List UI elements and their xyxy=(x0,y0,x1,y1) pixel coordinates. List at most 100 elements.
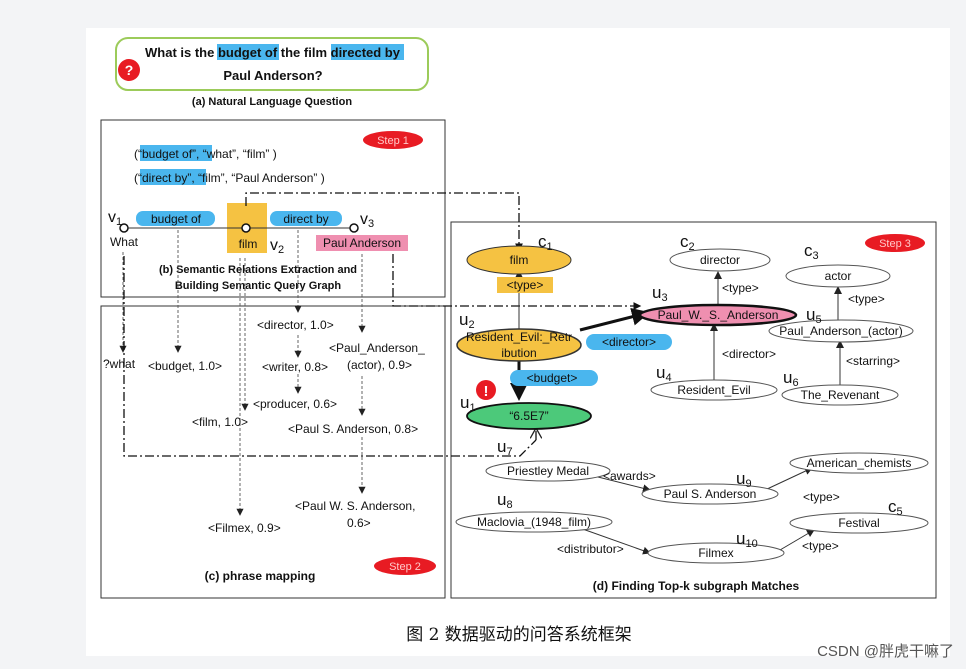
director-edge-text: <director> xyxy=(602,335,656,349)
question-line-2: Paul Anderson? xyxy=(223,68,322,83)
type-director-text: <type> xyxy=(722,281,759,295)
question-mark-glyph: ? xyxy=(125,62,134,78)
label-c3: c3 xyxy=(804,241,819,262)
node-resident-evil-retribution-text-1: Resident_Evil:_Retr xyxy=(466,330,572,344)
director-edge-2-text: <director> xyxy=(722,347,776,361)
mapping-arrows xyxy=(119,230,366,516)
caption-a: (a) Natural Language Question xyxy=(192,96,352,108)
node-resident-evil-text: Resident_Evil xyxy=(677,383,750,397)
node-paul-anderson-text: Paul Anderson xyxy=(323,236,401,250)
mapping-filmex: <Filmex, 0.9> xyxy=(208,521,281,535)
node-resident-evil-retribution-text-2: ibution xyxy=(501,346,536,360)
label-c5: c5 xyxy=(888,497,903,518)
caption-c: (c) phrase mapping xyxy=(205,569,316,583)
panel-d-frame xyxy=(450,221,937,599)
alert-glyph: ! xyxy=(484,383,489,400)
v2-node xyxy=(241,223,251,233)
question-line-1: What is the budget of the film directed … xyxy=(145,45,401,60)
edge-budget-of-pill xyxy=(136,211,215,226)
highlight-directed-by xyxy=(331,44,404,60)
v2-label: v2 xyxy=(270,237,284,256)
distributor-edge-text: <distributor> xyxy=(557,542,624,556)
node-director-class xyxy=(669,248,771,272)
label-u2: u2 xyxy=(459,310,475,331)
node-film-text: film xyxy=(239,237,258,251)
node-priestley-medal xyxy=(485,460,611,482)
label-u7: u7 xyxy=(497,437,513,458)
node-paul-s-anderson-text: Paul S. Anderson xyxy=(664,487,757,501)
graph-edges xyxy=(515,270,844,555)
node-director-class-text: director xyxy=(700,253,740,267)
triple-2-highlight xyxy=(140,169,206,185)
node-filmex xyxy=(647,542,785,564)
triple-1-highlight xyxy=(140,145,212,161)
director-edge-pill xyxy=(586,334,672,350)
label-c1: c1 xyxy=(538,232,553,253)
v1-node xyxy=(119,223,129,233)
step-2-badge xyxy=(374,557,436,575)
step-1-label: Step 1 xyxy=(377,135,409,147)
type-chemists-text: <type> xyxy=(803,490,840,504)
step-3-badge xyxy=(865,234,925,252)
node-festival xyxy=(789,512,929,534)
v3-node xyxy=(349,223,359,233)
edge-direct-by-pill xyxy=(270,211,342,226)
budget-edge-text: <budget> xyxy=(527,371,578,385)
mapping-paul-ws-anderson-2: 0.6> xyxy=(347,516,371,530)
edge-budget-of-label: budget of xyxy=(151,212,202,226)
type-film-pill xyxy=(497,277,553,293)
triple-2: (“direct by”, “film”, “Paul Anderson” ) xyxy=(134,171,325,185)
node-american-chemists-text: American_chemists xyxy=(807,456,912,470)
mapping-paul-anderson-actor-2: (actor), 0.9> xyxy=(347,358,412,372)
step-2-label: Step 2 xyxy=(389,561,421,573)
node-paul-anderson-actor xyxy=(768,319,914,343)
node-maclovia xyxy=(455,511,613,533)
triple-1: (“budget of”, “what”, “film” ) xyxy=(134,147,277,161)
label-u10: u10 xyxy=(736,529,758,550)
caption-d: (d) Finding Top-k subgraph Matches xyxy=(593,579,800,593)
node-film-class-text: film xyxy=(510,253,529,267)
figure-caption: 图 2 数据驱动的问答系统框架 xyxy=(406,625,632,645)
caption-b-line-2: Building Semantic Query Graph xyxy=(175,280,342,292)
mapping-budget: <budget, 1.0> xyxy=(148,359,222,373)
node-priestley-medal-text: Priestley Medal xyxy=(507,464,589,478)
csdn-watermark: CSDN @胖虎干嘛了 xyxy=(817,643,954,660)
label-u4: u4 xyxy=(656,363,672,384)
type-film-text: <type> xyxy=(507,278,544,292)
node-paul-s-anderson xyxy=(641,483,779,505)
panel-connectors xyxy=(123,192,642,457)
panel-c-frame xyxy=(100,305,446,599)
mapping-director: <director, 1.0> xyxy=(257,318,334,332)
type-actor-text: <type> xyxy=(848,292,885,306)
node-actor-class-text: actor xyxy=(825,269,852,283)
node-the-revenant xyxy=(781,384,899,406)
awards-edge-text: <awards> xyxy=(603,469,656,483)
node-paul-ws-anderson xyxy=(638,303,798,327)
node-the-revenant-text: The_Revenant xyxy=(801,388,880,402)
label-u9: u9 xyxy=(736,469,752,490)
v3-label: v3 xyxy=(360,211,374,230)
budget-edge-pill xyxy=(510,370,598,386)
node-resident-evil xyxy=(650,379,778,401)
node-resident-evil-retribution xyxy=(456,328,582,362)
question-mark-icon xyxy=(118,59,140,81)
mapping-what: ?what xyxy=(103,357,136,371)
mapping-paul-ws-anderson-1: <Paul W. S. Anderson, xyxy=(295,499,415,513)
mapping-film: <film, 1.0> xyxy=(192,415,248,429)
node-value-6-5e7 xyxy=(466,402,592,430)
label-u5: u5 xyxy=(806,305,822,326)
mapping-producer: <producer, 0.6> xyxy=(253,397,337,411)
edge-director-bold xyxy=(579,307,650,332)
node-value-text: “6.5E7” xyxy=(509,409,548,423)
node-paul-ws-anderson-text: Paul_W._S._Anderson xyxy=(658,308,779,322)
highlight-budget-of xyxy=(217,44,279,60)
node-actor-class xyxy=(785,264,891,288)
step-1-badge xyxy=(363,131,423,149)
node-what-text: What xyxy=(110,235,139,249)
label-c2: c2 xyxy=(680,232,695,253)
panel-b-frame xyxy=(100,119,446,298)
step-3-label: Step 3 xyxy=(879,238,911,250)
caption-b-line-1: (b) Semantic Relations Extraction and xyxy=(159,264,357,276)
